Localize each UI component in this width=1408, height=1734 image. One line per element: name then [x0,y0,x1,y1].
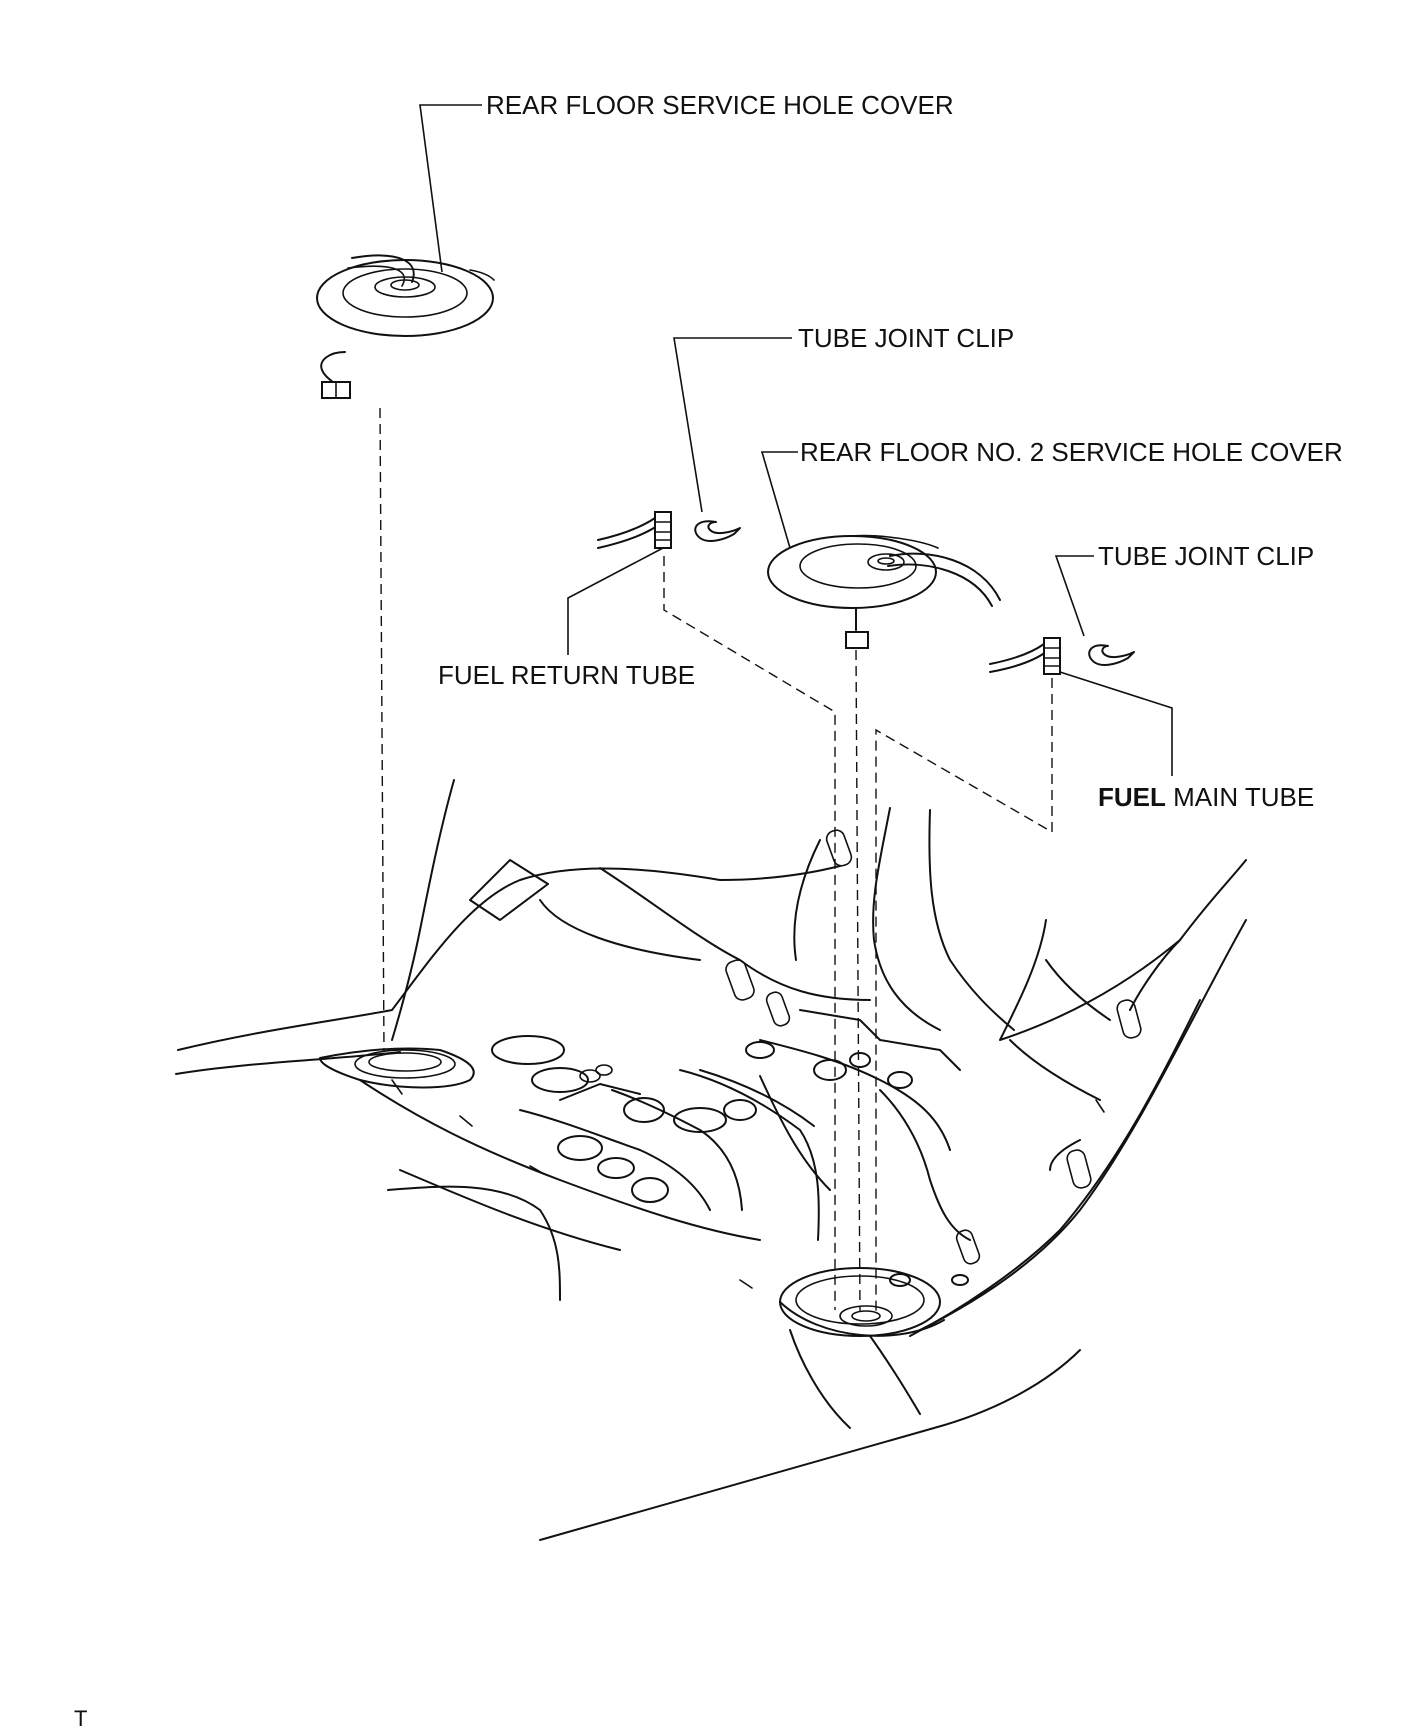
leader-fuel-return-tube [567,547,664,655]
label-rear-floor-service-hole-cover: REAR FLOOR SERVICE HOLE COVER [486,90,954,120]
label-tube-joint-clip-1: TUBE JOINT CLIP [798,323,1014,353]
label-fuel-return-tube: FUEL RETURN TUBE [438,660,695,690]
rear-floor-no2-service-hole-cover [767,534,1001,649]
vehicle-rear-floor-body [175,779,1247,1541]
label-fuel-main-tube-rest: MAIN TUBE [1166,782,1314,812]
leader-rear-floor-no2-service-hole-cover [760,451,798,549]
leader-tube-joint-clip-1 [673,337,792,513]
tube-joint-clip-2 [1088,644,1135,666]
leader-fuel-main-tube [1059,671,1173,776]
label-fuel-main-tube-bold: FUEL [1098,782,1166,812]
footer-mark: T [74,1706,87,1731]
fuel-main-tube [989,637,1061,675]
rear-floor-service-hole-cover [316,254,495,399]
leader-rear-floor-service-hole-cover [419,104,482,273]
label-tube-joint-clip-2: TUBE JOINT CLIP [1098,541,1314,571]
label-rear-floor-no2-service-hole-cover: REAR FLOOR NO. 2 SERVICE HOLE COVER [800,437,1343,467]
label-fuel-main-tube: FUEL MAIN TUBE [1098,782,1314,812]
fuel-return-tube [597,511,672,549]
tube-joint-clip-1 [694,520,741,542]
alignment-lines [379,407,1053,1313]
leader-tube-joint-clip-2 [1054,555,1094,637]
